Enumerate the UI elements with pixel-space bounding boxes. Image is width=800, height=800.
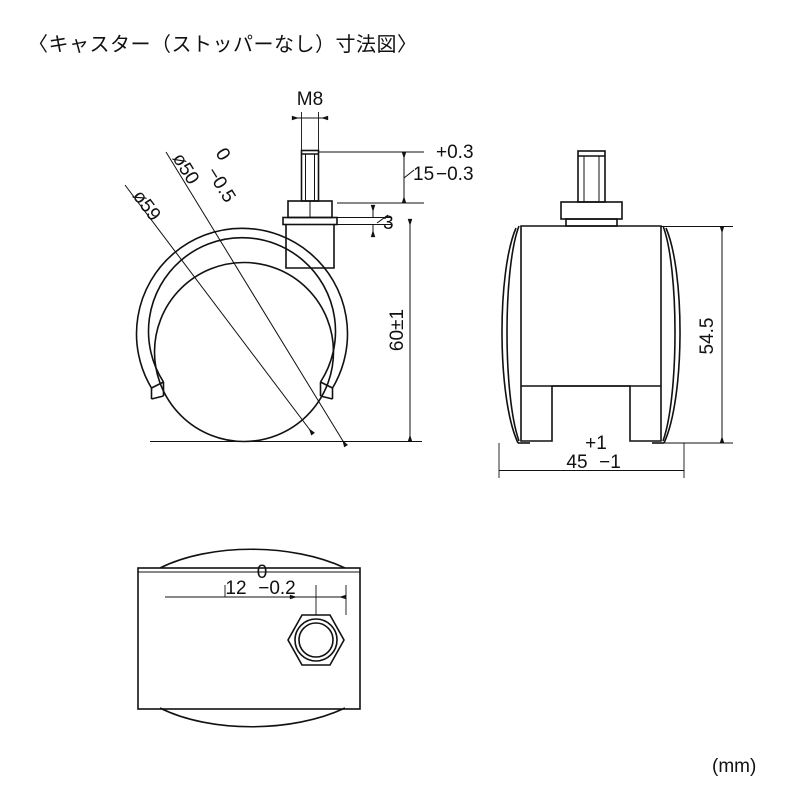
side-body-height-label: 54.5 bbox=[697, 318, 718, 355]
side-view: 54.5 +1 45 −1 bbox=[498, 150, 733, 478]
stem-length-label: 15 bbox=[413, 164, 434, 185]
wheel-outer-band-outer-arc bbox=[135, 227, 349, 389]
thread-label: M8 bbox=[297, 89, 323, 110]
stem-length-leader bbox=[403, 169, 415, 179]
wheel-outer-band-inner-arc bbox=[147, 236, 337, 383]
plate-thickness-label: 3 bbox=[383, 213, 394, 234]
side-wheel-right-arc-outer bbox=[663, 227, 681, 444]
outer-diameter-leader bbox=[124, 184, 315, 436]
wheel-diameter-tol-lower: −0.5 bbox=[202, 164, 240, 207]
bottom-offset-tol-lower: −0.2 bbox=[258, 578, 296, 599]
wheel-diameter-leader bbox=[165, 151, 348, 448]
hex-nut-outline bbox=[287, 614, 345, 666]
page-title: 〈キャスター（ストッパーなし）寸法図〉 bbox=[28, 32, 418, 56]
wheel-diameter-label: ø50 bbox=[168, 150, 203, 189]
wheel-circle bbox=[153, 261, 335, 443]
wheel-band-left-cap-upper bbox=[151, 381, 164, 389]
bottom-wheel-arc-bottom bbox=[159, 707, 346, 728]
bottom-offset-tol-upper: 0 bbox=[257, 562, 268, 583]
front-view: M8 +0.3 15 −0.3 3 60±1 ø59 ø50 bbox=[124, 89, 474, 448]
yoke-body bbox=[285, 224, 335, 269]
outer-diameter-label: ø59 bbox=[128, 186, 164, 225]
threaded-stem bbox=[300, 149, 320, 202]
bottom-offset-label: 12 bbox=[225, 578, 246, 599]
side-body-width-label: 45 bbox=[566, 452, 587, 473]
side-wheel-left-arc bbox=[506, 225, 520, 442]
unit-note: (mm) bbox=[712, 756, 757, 777]
overall-height-label: 60±1 bbox=[387, 309, 408, 351]
stem-length-tol-lower: −0.3 bbox=[436, 164, 474, 185]
mounting-plate bbox=[282, 216, 338, 226]
stem-length-tol-upper: +0.3 bbox=[436, 142, 474, 163]
side-wheel-right-arc bbox=[662, 225, 676, 442]
hex-nut-outer-circle bbox=[294, 618, 338, 662]
side-wheel-left-arc-outer bbox=[501, 227, 519, 444]
side-body-width-tol-upper: +1 bbox=[585, 433, 607, 454]
hex-nut-inner-circle bbox=[298, 622, 334, 658]
plate-thk-leader bbox=[376, 214, 389, 224]
bottom-body-rect bbox=[137, 567, 361, 710]
bottom-wheel-arc-top bbox=[159, 548, 346, 569]
side-threaded-stem bbox=[577, 150, 606, 203]
side-body-width-tol-lower: −1 bbox=[599, 452, 621, 473]
wheel-band-left-cap-lower bbox=[151, 395, 164, 400]
side-body-outline bbox=[520, 225, 662, 442]
wheel-diameter-tol-upper: 0 bbox=[211, 145, 234, 165]
bottom-view: 0 12 −0.2 bbox=[137, 548, 361, 728]
side-mounting-plate bbox=[565, 218, 618, 227]
side-stem-flange bbox=[560, 201, 623, 220]
